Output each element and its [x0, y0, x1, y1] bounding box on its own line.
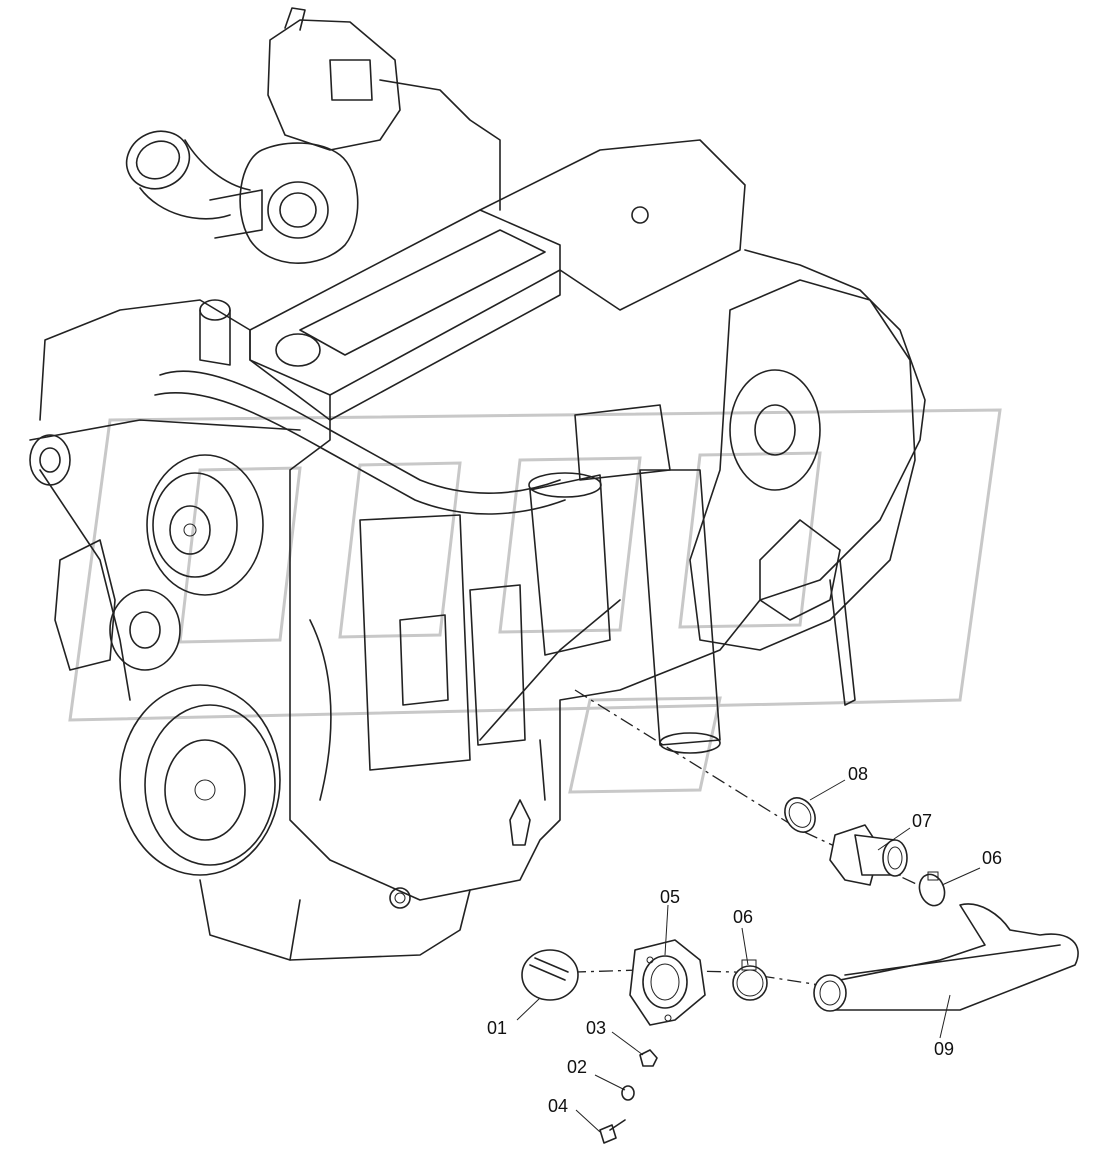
watermark-logo	[68, 408, 1002, 794]
ecu-module	[309, 514, 621, 846]
callout-04: 04	[548, 1096, 569, 1116]
part-01-thermostat	[521, 949, 579, 1001]
part-03-nut	[639, 1049, 658, 1067]
part-07-outlet-flange	[829, 824, 908, 886]
part-04-bolt	[599, 1119, 626, 1144]
flywheel-housing	[689, 279, 916, 706]
callout-01: 01	[487, 1018, 508, 1038]
part-02-washer	[621, 1085, 635, 1101]
oil-filter	[528, 404, 721, 754]
callout-07: 07	[912, 811, 933, 831]
turbocharger	[239, 7, 501, 264]
part-06-hose-clamp-lower	[732, 959, 768, 1001]
coolant-pipe-upper	[154, 299, 566, 515]
valve-cover	[249, 139, 746, 421]
callout-05: 05	[660, 887, 681, 907]
callout-09: 09	[934, 1039, 955, 1059]
crankshaft-damper	[119, 684, 281, 876]
intake-elbow	[125, 130, 263, 239]
part-08-o-ring	[784, 797, 816, 833]
belt-drive	[29, 419, 301, 701]
part-06-hose-clamp-upper	[918, 871, 946, 907]
leader-lines	[516, 779, 981, 1133]
callout-08: 08	[848, 764, 869, 784]
callout-02: 02	[567, 1057, 588, 1077]
engine-assembly	[29, 7, 926, 961]
engine-block	[39, 249, 926, 961]
callout-06-lower: 06	[733, 907, 754, 927]
callout-06-upper: 06	[982, 848, 1003, 868]
callout-03: 03	[586, 1018, 607, 1038]
part-09-coolant-hose	[813, 903, 1079, 1012]
part-05-thermostat-housing	[629, 939, 706, 1026]
